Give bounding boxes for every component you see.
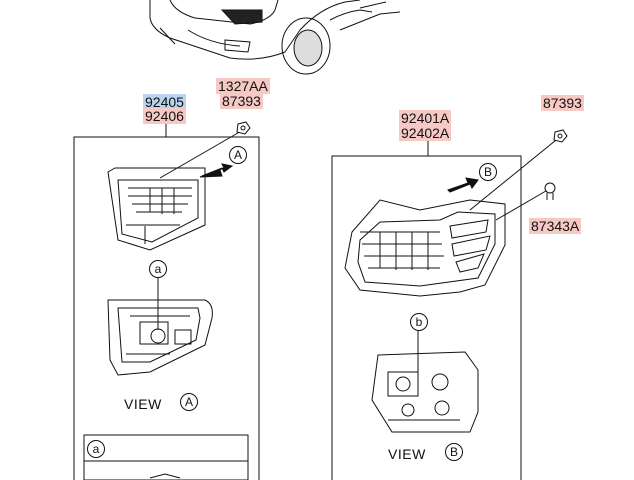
part-label-87393-right: 87393 <box>541 95 584 111</box>
part-label-87343A: 87343A <box>529 218 582 234</box>
part-label-92406: 92406 <box>143 108 186 124</box>
view-word: VIEW <box>124 396 162 412</box>
callout-a-detail: a <box>149 260 167 278</box>
view-label-right: VIEW <box>388 446 426 462</box>
nut-icon <box>553 129 568 143</box>
outer-tail-lamp-92401A <box>344 199 506 297</box>
inner-tail-lamp-92405 <box>107 167 206 251</box>
view-word: VIEW <box>388 446 426 462</box>
view-label-left: VIEW <box>124 396 162 412</box>
view-letter-B: B <box>445 443 463 461</box>
view-letter-A: A <box>180 393 198 411</box>
nut-icon <box>236 121 251 135</box>
inner-lamp-back-view <box>107 299 213 376</box>
right-frame-box <box>331 155 522 480</box>
callout-a-table: a <box>87 440 105 458</box>
outer-lamp-back-view <box>371 351 479 433</box>
callout-A: A <box>229 146 247 164</box>
connector-table <box>83 434 249 480</box>
part-label-92405: 92405 <box>143 94 186 110</box>
part-label-1327AA: 1327AA <box>216 78 270 94</box>
part-label-92402A: 92402A <box>399 125 452 141</box>
callout-B: B <box>479 163 497 181</box>
part-label-87393-left: 87393 <box>220 93 263 109</box>
callout-b-detail: b <box>410 313 428 331</box>
clip-icon <box>544 182 556 200</box>
car-rear-illustration <box>149 0 401 75</box>
part-label-92401A: 92401A <box>399 110 452 126</box>
